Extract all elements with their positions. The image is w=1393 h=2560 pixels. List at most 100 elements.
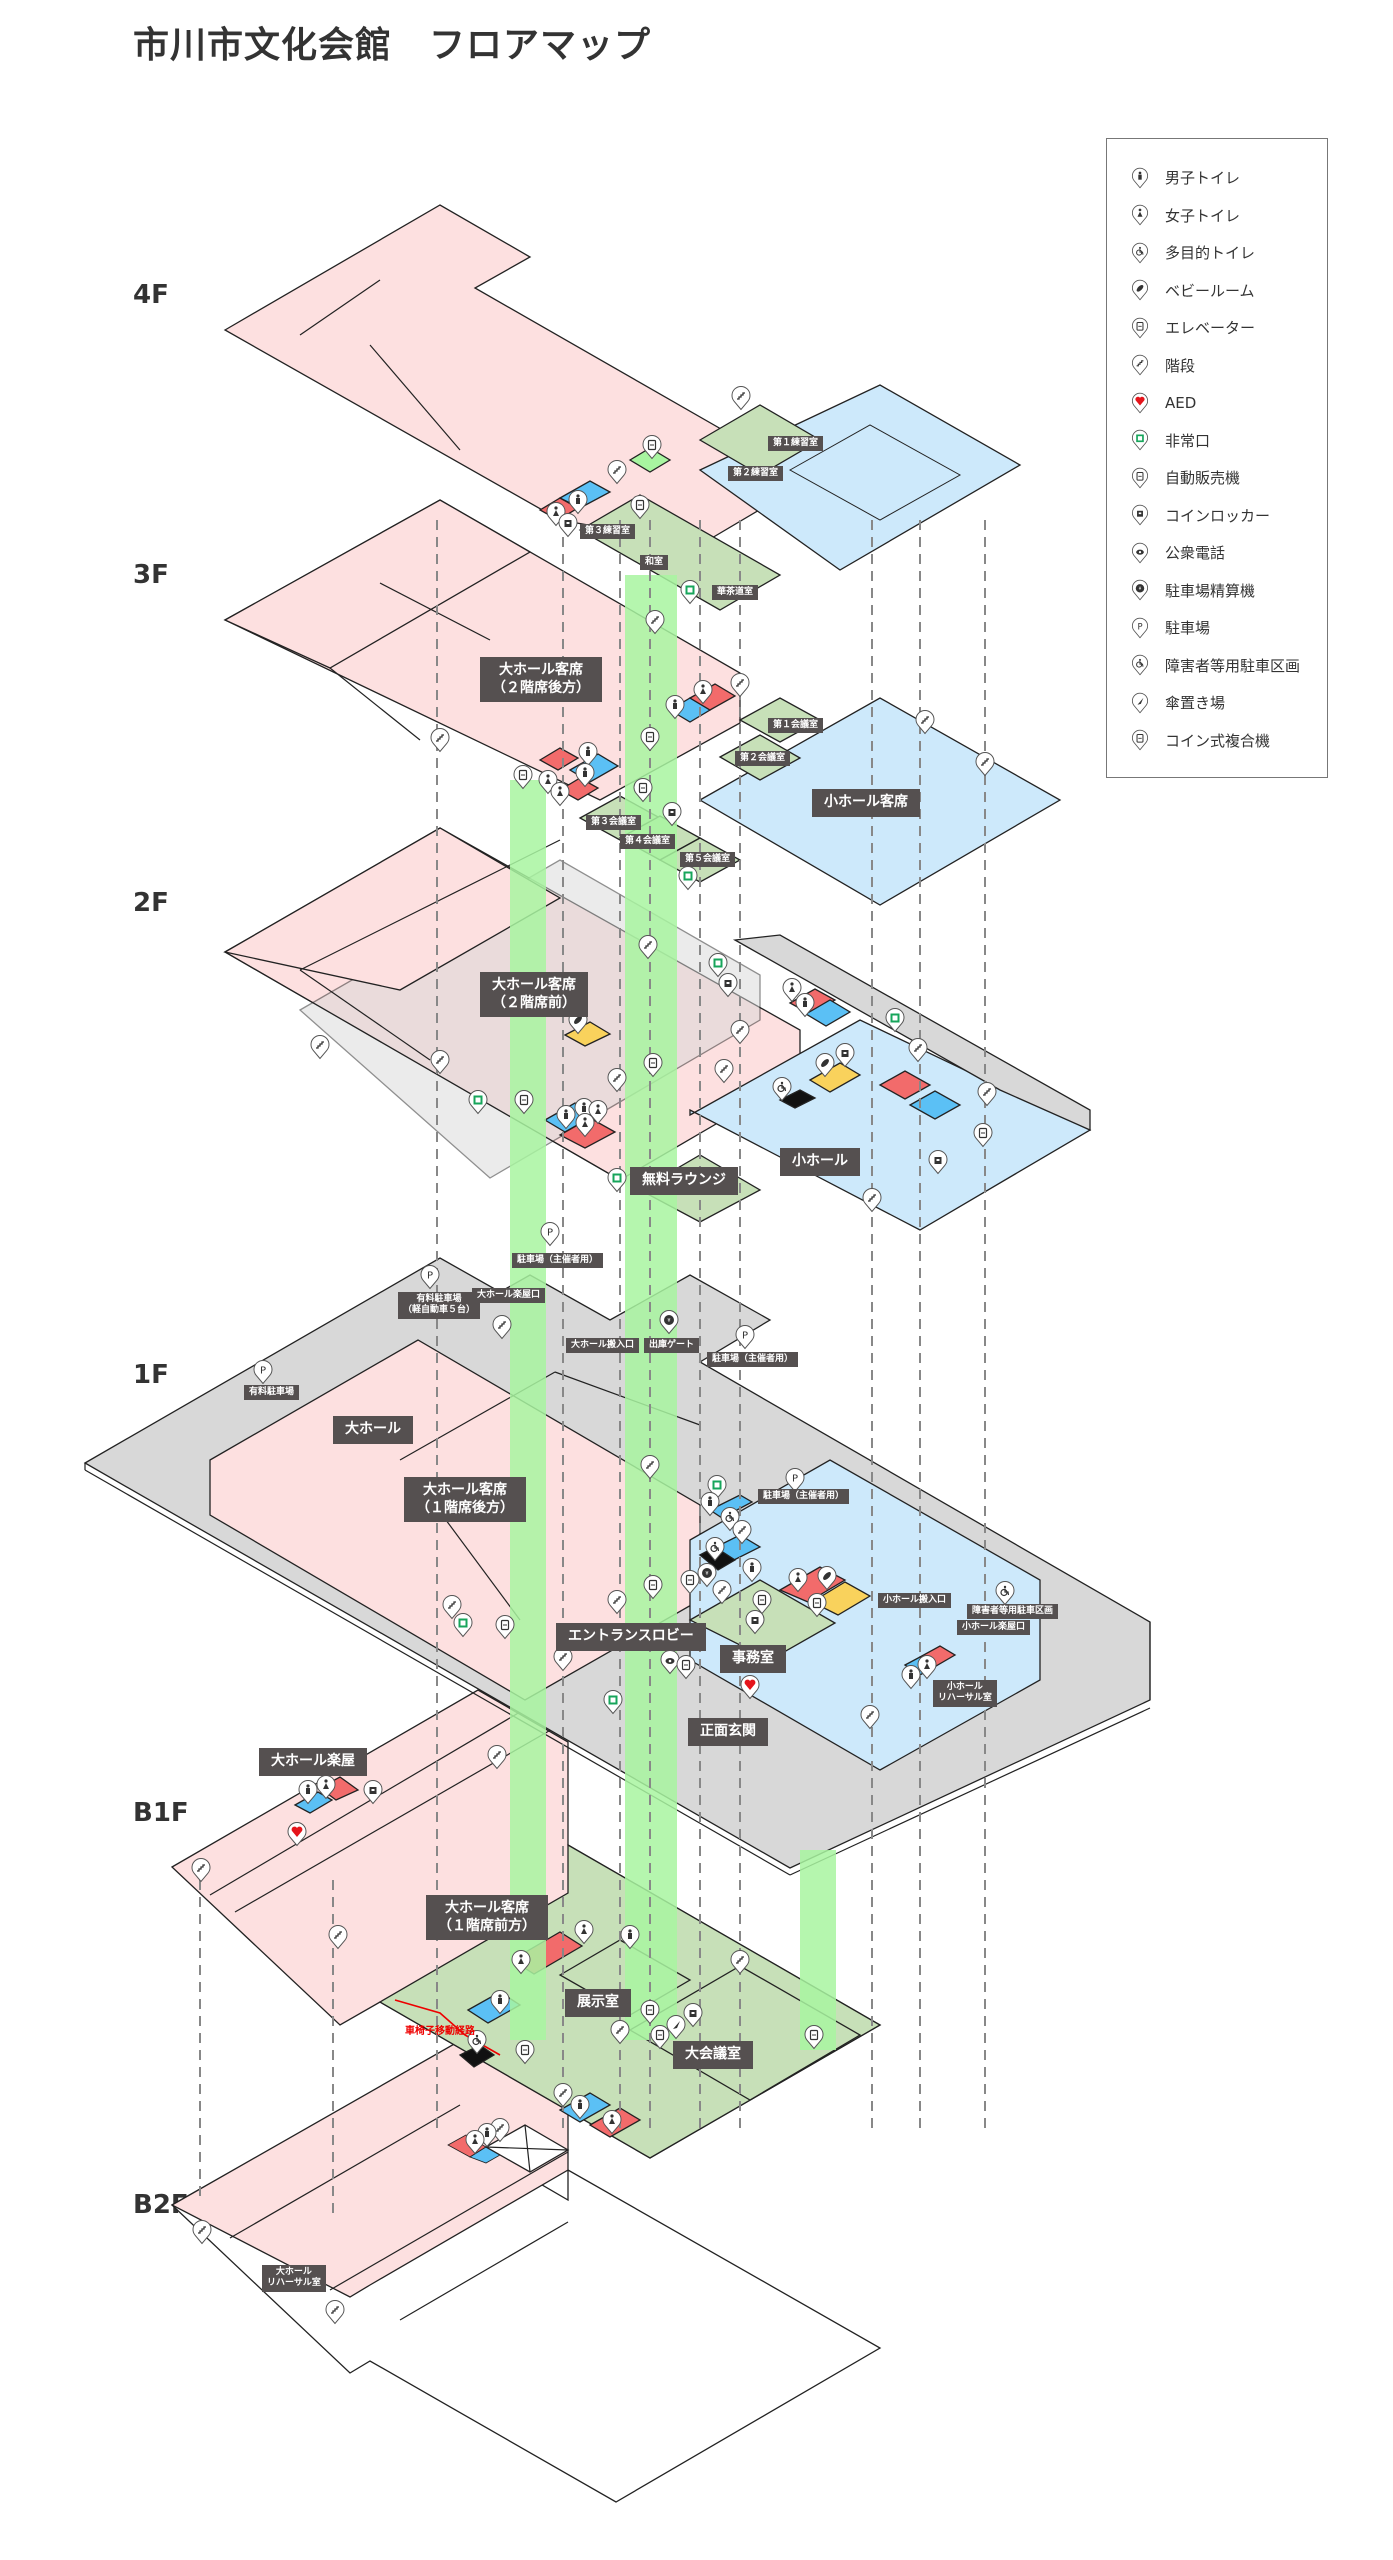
emergency-exit-icon bbox=[1132, 430, 1148, 451]
stairs-icon bbox=[492, 1315, 512, 1340]
parking-icon: P bbox=[253, 1360, 273, 1385]
legend-item: P 駐車場 bbox=[1129, 609, 1327, 647]
emergency-exit-icon bbox=[708, 953, 728, 978]
baby-room-icon bbox=[1132, 280, 1148, 301]
stairs-icon bbox=[977, 1082, 997, 1107]
vending-machine-icon bbox=[1132, 467, 1148, 489]
mens-toilet-icon bbox=[742, 1558, 762, 1583]
elevator-icon bbox=[640, 2000, 660, 2025]
mens-toilet-icon bbox=[556, 1105, 576, 1130]
coin-locker-icon bbox=[835, 1043, 855, 1068]
parking-icon: P bbox=[785, 1468, 805, 1493]
f3-womens-toilet-2 bbox=[558, 777, 600, 801]
f1-edge bbox=[789, 1707, 1151, 1876]
f4-elevator-hall bbox=[628, 447, 672, 473]
stairs-icon bbox=[430, 1050, 450, 1075]
room-label-meeting5: 第５会議室 bbox=[680, 852, 736, 868]
floor-label-4f: 4F bbox=[133, 280, 169, 310]
stairs-icon bbox=[487, 1745, 507, 1770]
multipurpose-toilet-icon bbox=[705, 1537, 725, 1562]
f1-baby-room bbox=[810, 1581, 872, 1616]
room-label-tea-room: 華茶道室 bbox=[712, 585, 759, 601]
floor-label-1f: 1F bbox=[133, 1360, 169, 1390]
legend-item: AED bbox=[1129, 384, 1327, 422]
legend-label: 女子トイレ bbox=[1165, 206, 1241, 225]
mens-toilet-icon bbox=[795, 993, 815, 1018]
aed-icon bbox=[740, 1675, 760, 1700]
elevator-shaft bbox=[800, 1850, 836, 2050]
f2-roof-line bbox=[299, 969, 431, 1061]
f4-big-hall-area bbox=[223, 204, 812, 546]
svg-text:P: P bbox=[1137, 621, 1142, 631]
legend-label: コインロッカー bbox=[1165, 506, 1271, 525]
mens-toilet-icon bbox=[700, 1492, 720, 1517]
parking-label-organizer-2: 駐車場（主催者用） bbox=[707, 1352, 799, 1368]
elevator-shaft bbox=[510, 780, 546, 2040]
f2-gray-right bbox=[732, 934, 1091, 1132]
mens-toilet-icon bbox=[568, 490, 588, 515]
vending-machine-icon bbox=[633, 778, 653, 803]
aed-icon bbox=[1132, 392, 1148, 414]
legend-item: 階段 bbox=[1129, 347, 1327, 385]
stairs-icon bbox=[712, 1580, 732, 1605]
room-label-small-hall-rehearsal: 小ホール リハーサル室 bbox=[933, 1680, 997, 1707]
f2-mens-toilet-3 bbox=[908, 1090, 962, 1120]
coin-locker-icon bbox=[928, 1150, 948, 1175]
stairs-icon bbox=[862, 1188, 882, 1213]
area-label-big-hall: 大ホール bbox=[333, 1416, 413, 1444]
womens-toilet-icon bbox=[550, 782, 570, 807]
room-label-big-hall-rehearsal: 大ホール リハーサル室 bbox=[262, 2265, 326, 2292]
area-label-big-hall-seats-2f: 大ホール客席 （２階席前） bbox=[480, 972, 588, 1017]
womens-toilet-icon bbox=[588, 1100, 608, 1125]
womens-toilet-icon bbox=[602, 2110, 622, 2135]
womens-toilet-icon bbox=[511, 1950, 531, 1975]
parking-icon: P bbox=[540, 1222, 560, 1247]
umbrella-stand-icon bbox=[1132, 692, 1148, 714]
stairs-icon bbox=[325, 2300, 345, 2325]
emergency-exit-icon bbox=[678, 866, 698, 891]
svg-text:P: P bbox=[427, 1271, 433, 1282]
mens-toilet-icon bbox=[901, 1665, 921, 1690]
stairs-icon bbox=[730, 1020, 750, 1045]
parking-label-organizer-3: 駐車場（主催者用） bbox=[758, 1489, 850, 1505]
legend-label: 駐車場 bbox=[1165, 619, 1211, 638]
area-label-big-hall-dressing: 大ホール楽屋 bbox=[259, 1748, 367, 1776]
baby-room-icon bbox=[817, 1566, 837, 1591]
stairs-icon bbox=[1132, 355, 1148, 376]
area-label-entrance-lobby: エントランスロビー bbox=[556, 1623, 706, 1651]
stairs-icon bbox=[328, 1925, 348, 1950]
legend-label: ベビールーム bbox=[1165, 281, 1255, 300]
emergency-exit-icon bbox=[607, 1168, 627, 1193]
f2-multipurpose-toilet bbox=[778, 1089, 817, 1109]
legend-item: 傘置き場 bbox=[1129, 684, 1327, 722]
stairs-icon bbox=[730, 673, 750, 698]
parking-icon: P bbox=[1132, 617, 1148, 639]
parking-label-accessible: 障害者等用駐車区画 bbox=[967, 1604, 1059, 1620]
legend-label: コイン式複合機 bbox=[1165, 731, 1271, 750]
elevator-icon bbox=[643, 1575, 663, 1600]
room-label-meeting3: 第３会議室 bbox=[586, 815, 642, 831]
floor-label-b1f: B1F bbox=[133, 1798, 189, 1828]
emergency-exit-icon bbox=[1132, 430, 1148, 451]
legend-item: コイン式複合機 bbox=[1129, 722, 1327, 760]
f4-roof-line bbox=[299, 279, 381, 336]
parking-payment-icon: ¥ bbox=[659, 1310, 679, 1335]
legend-label: AED bbox=[1165, 393, 1197, 412]
aed-icon bbox=[287, 1822, 307, 1847]
elevator-icon bbox=[514, 1090, 534, 1115]
b2f-wall bbox=[329, 2151, 569, 2291]
stairs-icon bbox=[607, 460, 627, 485]
svg-text:P: P bbox=[547, 1228, 553, 1239]
elevator-icon bbox=[642, 435, 662, 460]
stairs-icon bbox=[640, 1455, 660, 1480]
mens-toilet-icon bbox=[575, 763, 595, 788]
area-label-big-hall-seats-3f: 大ホール客席 （２階席後方） bbox=[480, 657, 602, 702]
elevator-icon bbox=[643, 1053, 663, 1078]
womens-toilet-icon bbox=[782, 978, 802, 1003]
room-label-meeting2: 第２会議室 bbox=[735, 751, 791, 767]
public-phone-icon bbox=[1132, 542, 1148, 564]
legend-item: エレベーター bbox=[1129, 309, 1327, 347]
womens-toilet-icon bbox=[316, 1775, 336, 1800]
umbrella-stand-icon bbox=[666, 2015, 686, 2040]
